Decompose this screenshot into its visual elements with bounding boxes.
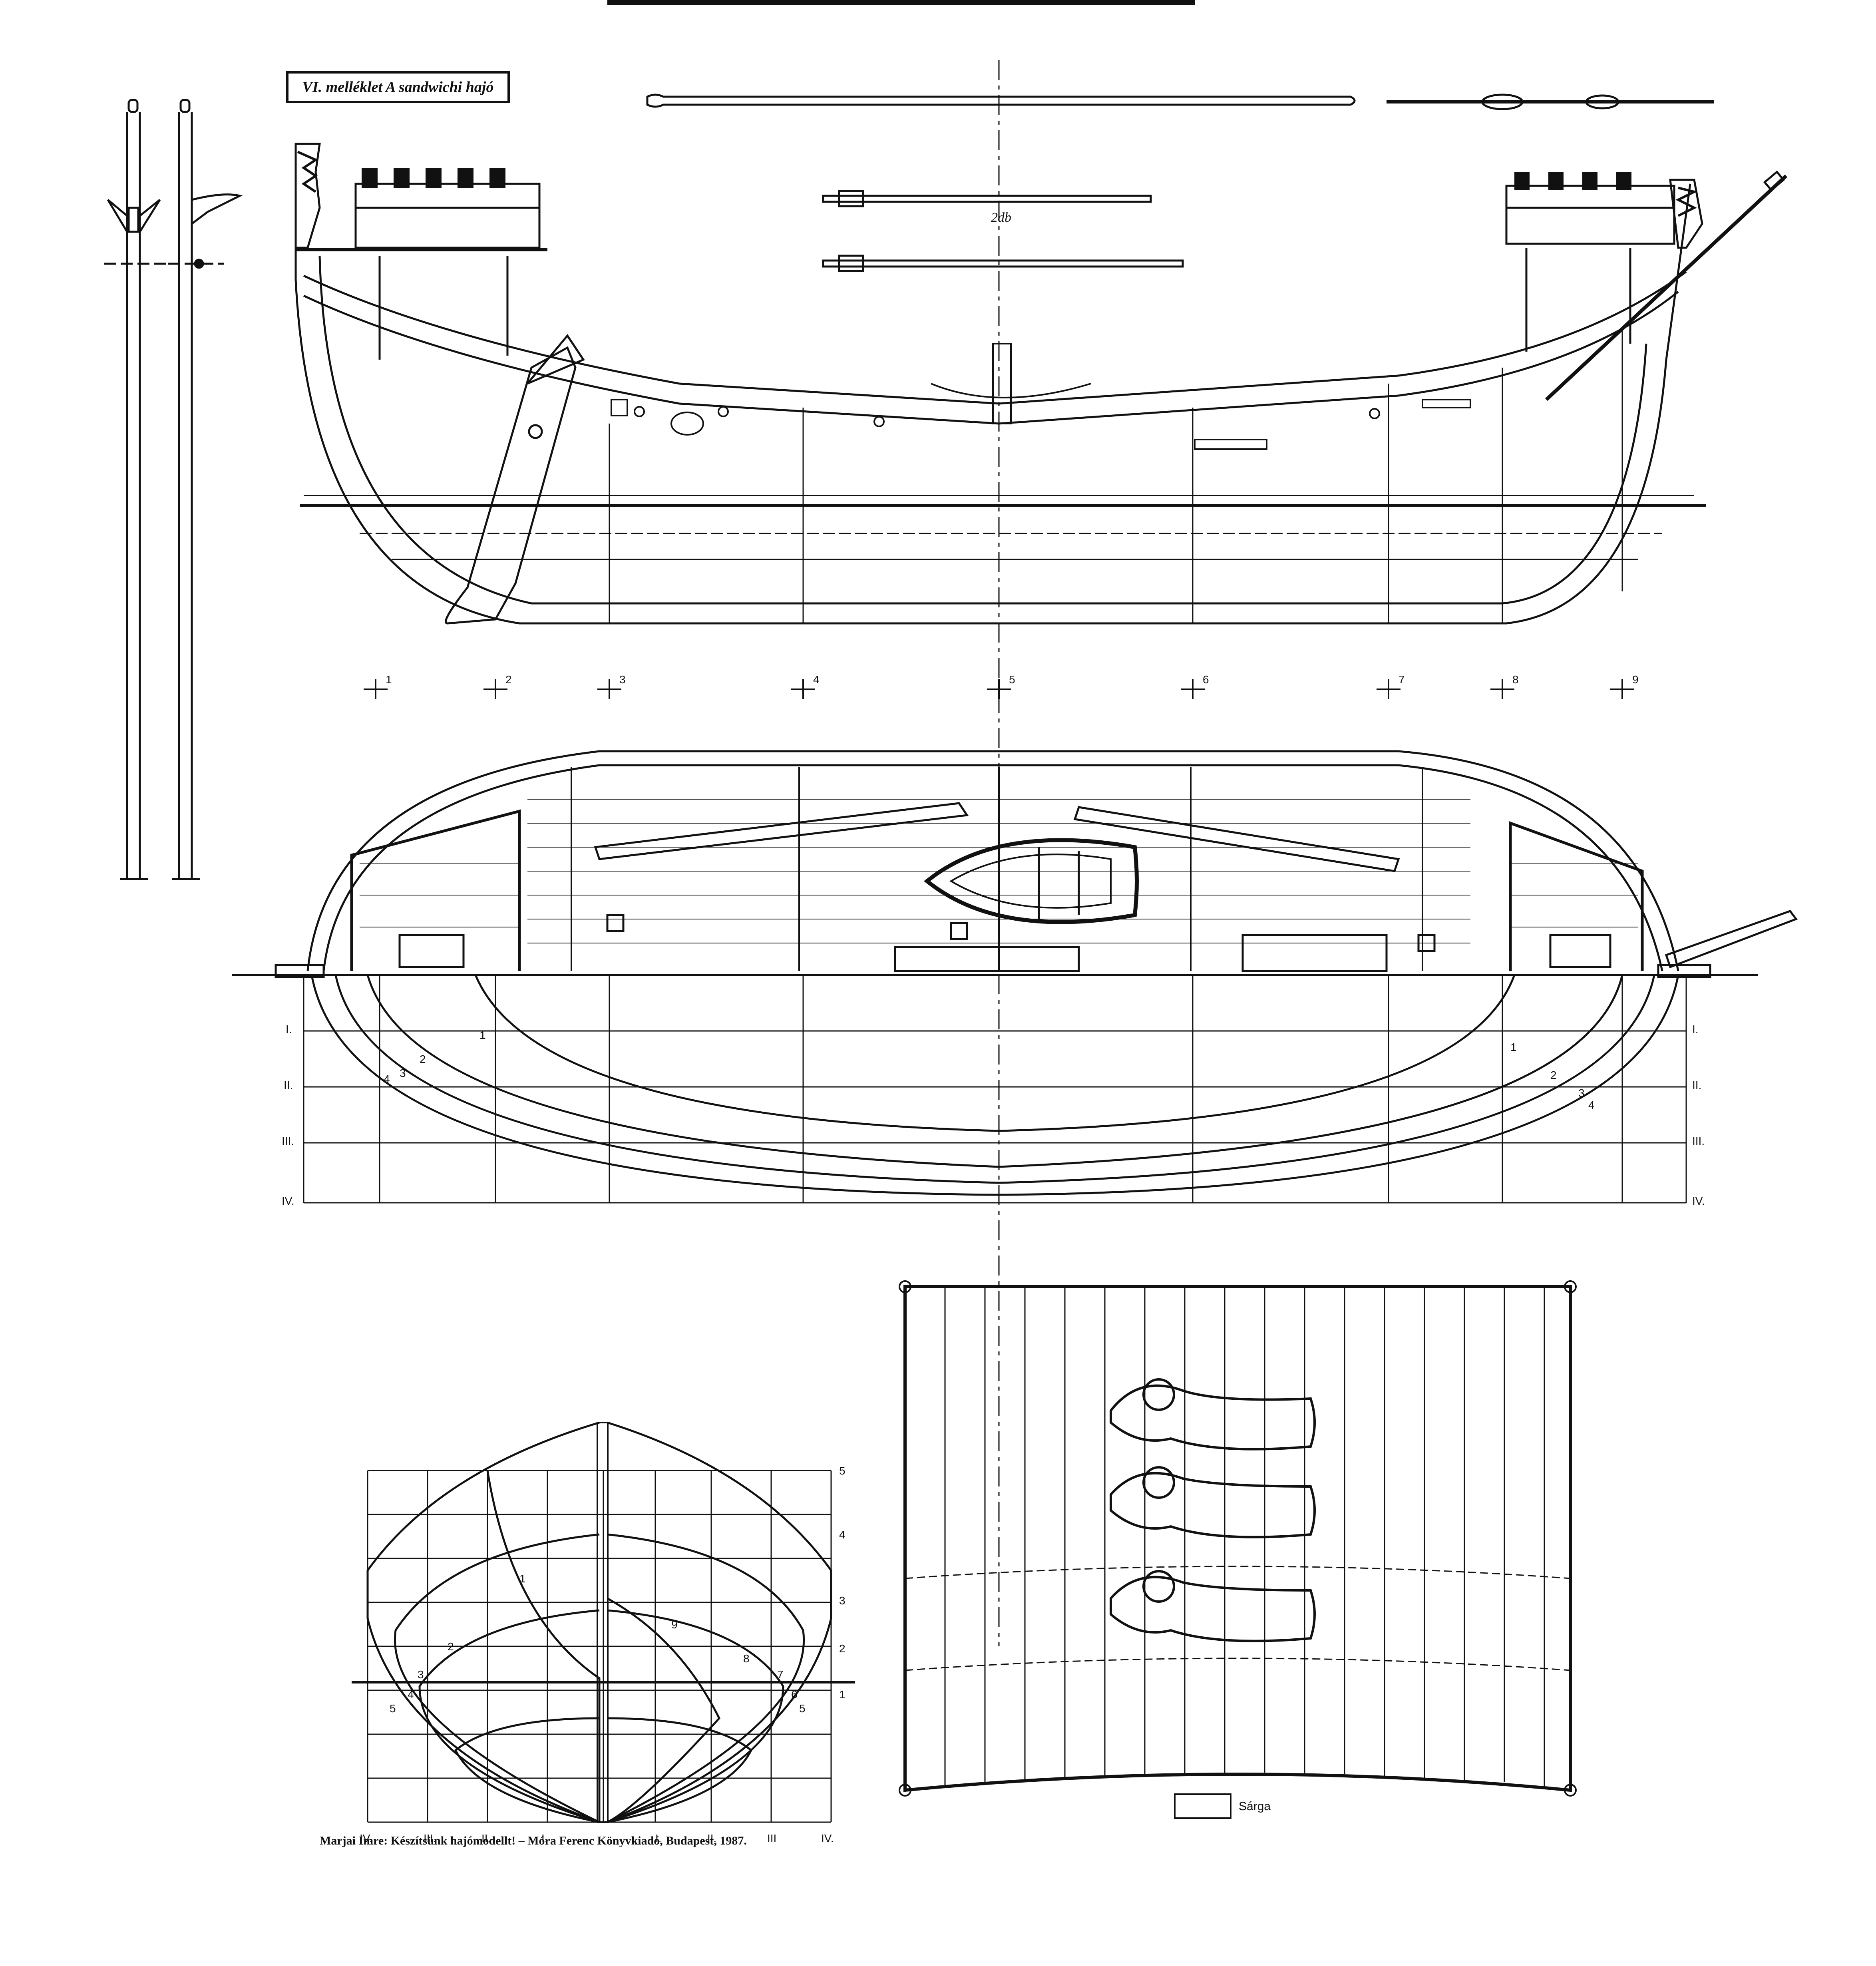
waterline-label-right: III. (1692, 1135, 1705, 1147)
station-number: 5 (1009, 673, 1015, 686)
deck-beams (571, 767, 1423, 971)
aft-ornament (297, 151, 318, 193)
legend-label: Sárga (1239, 1800, 1271, 1813)
body-plan: 1 2 3 4 5 IV. III. II. I. I. II. III IV.… (352, 1421, 855, 1845)
waterline-label-right: II. (1692, 1079, 1701, 1091)
column-label: IV. (821, 1832, 834, 1845)
frame-label: 4 (1588, 1099, 1595, 1111)
sail-cloths (944, 1287, 1545, 1786)
half-breadth-plan: I. II. III. IV. I. II. III. IV. 1 2 3 4 … (282, 975, 1705, 1207)
column-label: IV. (360, 1832, 372, 1845)
column-label: III. (424, 1832, 436, 1845)
section-number: 5 (390, 1702, 396, 1715)
bowsprit (1545, 170, 1788, 401)
frame-label: 3 (400, 1067, 406, 1079)
column-label: I. (655, 1832, 662, 1845)
side-elevation (294, 143, 1788, 625)
station-number: 7 (1399, 673, 1405, 686)
section-number: 8 (743, 1652, 750, 1665)
waterline-label-left: I. (286, 1023, 292, 1035)
mast-front-view (104, 99, 168, 880)
boom-spar-upper (822, 190, 1152, 207)
station-number: 8 (1512, 673, 1519, 686)
fore-ornament (1675, 187, 1698, 217)
column-label: II. (481, 1832, 491, 1845)
section-curves-left (366, 1421, 601, 1823)
hull-outline (294, 144, 1691, 625)
station-number: 9 (1632, 673, 1639, 686)
section-number: 7 (777, 1668, 784, 1681)
waterline-label-right: IV. (1692, 1195, 1705, 1207)
section-curves-right (607, 1421, 832, 1823)
waterline-label-left: IV. (282, 1195, 294, 1207)
fore-castle (1505, 172, 1675, 352)
fore-cabin (1509, 821, 1644, 971)
row-number: 1 (839, 1688, 845, 1701)
sail-outline (903, 1285, 1572, 1792)
stem-post (597, 1422, 609, 1823)
row-number: 2 (839, 1642, 845, 1655)
stem-post-fore (1669, 179, 1703, 249)
sheer-line (303, 271, 1687, 405)
drawing-title: VI. melléklet A sandwichi hajó (286, 71, 510, 103)
mast-drawings (104, 99, 243, 880)
waterline-label-left: II. (284, 1079, 293, 1091)
stem-post-aft (294, 143, 321, 249)
sail-drawing (899, 1280, 1577, 1797)
section-number: 6 (791, 1688, 798, 1701)
frame-label: 3 (1578, 1087, 1585, 1099)
deck-fittings (611, 343, 1471, 450)
station-number: 1 (386, 673, 392, 686)
row-number: 5 (839, 1465, 845, 1477)
row-number: 4 (839, 1528, 845, 1541)
column-label: I. (541, 1832, 548, 1845)
spar-on-deck-right (1073, 806, 1400, 872)
section-number: 9 (671, 1618, 678, 1631)
station-number: 2 (505, 673, 512, 686)
column-label: II. (707, 1832, 716, 1845)
column-label: III (767, 1832, 776, 1845)
section-number: 1 (519, 1572, 526, 1585)
lion-heraldry (1110, 1378, 1316, 1642)
frame-label: 4 (384, 1073, 390, 1085)
station-markers: 1 2 3 4 5 6 7 8 9 (364, 673, 1639, 699)
legend: Sárga (1174, 1793, 1271, 1819)
aft-castle (296, 168, 547, 360)
row-number: 3 (839, 1594, 845, 1607)
yard-spar (646, 94, 1356, 108)
frame-label: 2 (1550, 1069, 1557, 1081)
bowsprit-plan (1665, 910, 1798, 969)
station-number: 4 (813, 673, 820, 686)
frame-label: 1 (479, 1029, 486, 1041)
section-number: 5 (799, 1702, 806, 1715)
legend-swatch (1174, 1793, 1231, 1819)
reef-lines (905, 1566, 1571, 1671)
station-grid-lines (609, 328, 1623, 623)
spars (646, 94, 1714, 272)
section-number: 3 (418, 1668, 424, 1681)
aft-cabin (350, 809, 521, 971)
top-border-bar (607, 0, 1195, 5)
spar-on-deck-left (594, 802, 969, 860)
spar-count-label: 2db (991, 210, 1011, 225)
station-number: 3 (619, 673, 626, 686)
deck-outline (306, 750, 1679, 971)
rigging-block-line (1387, 94, 1714, 110)
section-number: 4 (408, 1688, 414, 1701)
station-number: 6 (1203, 673, 1209, 686)
waterline-label-left: III. (282, 1135, 294, 1147)
frame-label: 1 (1510, 1041, 1517, 1053)
frame-label: 2 (420, 1053, 426, 1065)
boom-spar-lower (822, 255, 1184, 272)
waterline-label-right: I. (1692, 1023, 1699, 1035)
ship-boat (924, 838, 1139, 924)
source-credit: Marjai Imre: Készítsünk hajómodellt! – M… (320, 1834, 747, 1847)
waterline-curves (310, 975, 1679, 1196)
section-number: 2 (448, 1640, 454, 1653)
deck-plan (232, 750, 1798, 978)
rudder (445, 334, 585, 625)
mast-side-view (168, 99, 243, 880)
